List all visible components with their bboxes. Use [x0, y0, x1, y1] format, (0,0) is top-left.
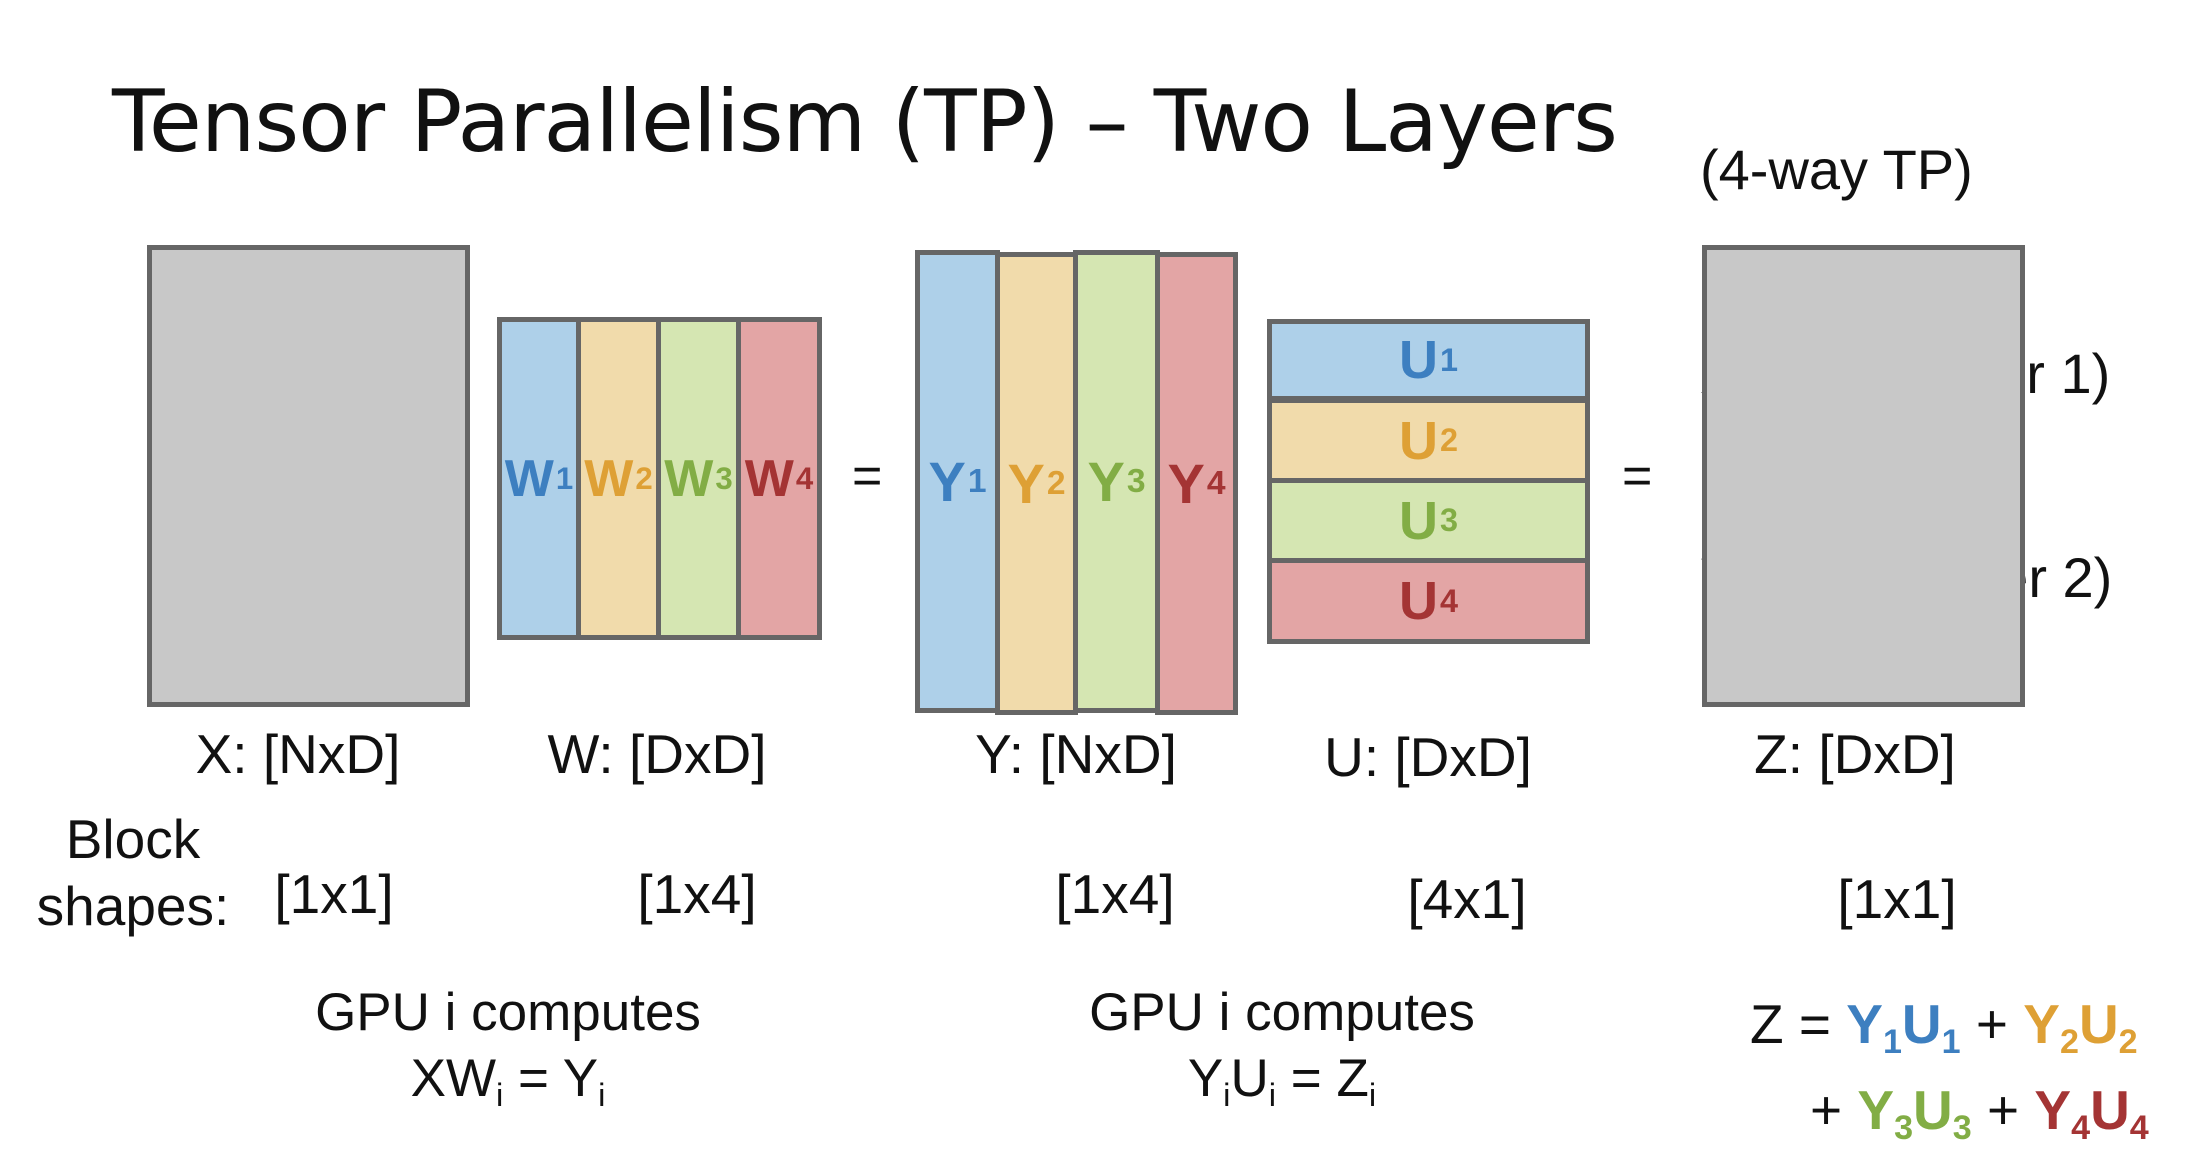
gpu-computes-layer1: GPU i computes XWi = Yi: [258, 980, 758, 1128]
eq2-u: U: [1230, 1049, 1269, 1108]
y-block-4-index: 4: [1206, 464, 1226, 502]
y-block-2-index: 2: [1046, 464, 1066, 502]
u-block-1-index: 1: [1439, 341, 1458, 378]
u-block-2-index: 2: [1439, 422, 1458, 458]
block-shape-z: [1x1]: [1837, 868, 1957, 930]
u-block-4-letter: U: [1398, 571, 1438, 631]
z-sum-equation: Z = Y1U1 + Y2U2 + Y3U3 + Y4U4: [1750, 990, 2149, 1162]
term2-u: U: [2078, 993, 2119, 1055]
term2-y: Y: [2023, 993, 2060, 1055]
gpu-computes-layer2: GPU i computes YiUi = Zi: [1032, 980, 1532, 1128]
w-block-1-index: 1: [555, 460, 574, 496]
eq2-equals: =: [1276, 1049, 1337, 1108]
u-block-2-letter: U: [1398, 410, 1438, 471]
w-block-4-index: 4: [795, 460, 814, 496]
w-block-4-letter: W: [744, 449, 794, 508]
z-sum-prefix: Z =: [1750, 993, 1847, 1055]
w-block-1-letter: W: [504, 449, 554, 508]
eq1-xw: XW: [410, 1049, 496, 1108]
w-block-3-letter: W: [664, 449, 714, 508]
matrix-x: [147, 245, 470, 707]
caption-x: X: [NxD]: [195, 723, 401, 785]
block-shape-w: [1x4]: [637, 863, 757, 925]
term3-u: U: [1913, 1079, 1953, 1142]
term1-u-sub: 1: [1941, 1023, 1961, 1062]
w-block-3-index: 3: [715, 460, 733, 496]
caption-y: Y: [NxD]: [975, 723, 1177, 785]
legend-line-tp-ways: (4-way TP): [1700, 138, 1973, 201]
u-block-1-letter: U: [1398, 330, 1438, 390]
w-block-2-index: 2: [635, 460, 653, 496]
term3-y: Y: [1857, 1079, 1895, 1142]
term4-u-sub: 4: [2129, 1109, 2149, 1148]
block-shape-x: [1x1]: [274, 863, 394, 925]
block-shape-y: [1x4]: [1055, 863, 1175, 925]
term3-u-sub: 3: [1952, 1109, 1972, 1148]
y-block-2-letter: Y: [1007, 452, 1045, 515]
block-shapes-label-line2: shapes:: [36, 875, 230, 937]
eq2-z: Z: [1336, 1049, 1369, 1108]
y-block-1-index: 1: [967, 462, 987, 500]
y-block-3-letter: Y: [1087, 450, 1125, 513]
block-shapes-label-line1: Block: [65, 808, 201, 870]
term2-u-sub: 2: [2118, 1023, 2138, 1062]
w-block-2-letter: W: [584, 449, 634, 508]
eq2-y: Y: [1187, 1049, 1224, 1108]
term1-y-sub: 1: [1882, 1023, 1902, 1062]
y-block-1-letter: Y: [928, 450, 966, 513]
u-block-4-index: 4: [1439, 582, 1458, 619]
caption-u: U: [DxD]: [1324, 726, 1532, 788]
eq1-y: Y: [562, 1049, 599, 1108]
z-sum-plus-2: +: [1810, 1079, 1858, 1142]
block-shape-u: [4x1]: [1407, 868, 1527, 930]
eq1-y-sub: i: [598, 1075, 606, 1113]
gpu-equation-1: XWi = Yi: [258, 1046, 758, 1128]
z-sum-line1: Z = Y1U1 + Y2U2: [1750, 990, 2149, 1076]
eq1-xw-sub: i: [495, 1075, 504, 1113]
gpu-heading-2: GPU i computes: [1089, 983, 1475, 1042]
eq2-z-sub: i: [1368, 1075, 1377, 1113]
equals-sign-2: =: [1622, 447, 1653, 505]
term2-y-sub: 2: [2059, 1023, 2079, 1062]
y-block-4-letter: Y: [1167, 452, 1205, 515]
u-block-3-letter: U: [1398, 490, 1438, 551]
term4-y-sub: 4: [2071, 1109, 2091, 1148]
u-block-3-index: 3: [1439, 502, 1458, 538]
caption-z: Z: [DxD]: [1754, 723, 1956, 785]
eq2-y-sub: i: [1223, 1075, 1231, 1113]
slide-title: Tensor Parallelism (TP) – Two Layers: [112, 72, 1618, 172]
eq1-equals: =: [503, 1049, 563, 1108]
caption-w: W: [DxD]: [547, 723, 767, 785]
gpu-heading-1: GPU i computes: [315, 983, 701, 1042]
equals-sign-1: =: [852, 447, 883, 505]
z-sum-plus-1: +: [1960, 993, 2024, 1055]
eq2-u-sub: i: [1268, 1075, 1277, 1113]
term4-y: Y: [2034, 1079, 2072, 1142]
block-shapes-label: Block shapes:: [28, 806, 238, 940]
term3-y-sub: 3: [1894, 1109, 1914, 1148]
term4-u: U: [2090, 1079, 2130, 1142]
term1-y: Y: [1846, 993, 1883, 1055]
y-block-3-index: 3: [1126, 462, 1146, 500]
gpu-equation-2: YiUi = Zi: [1032, 1046, 1532, 1128]
matrix-z: [1702, 245, 2025, 707]
z-sum-line2: + Y3U3 + Y4U4: [1750, 1076, 2149, 1162]
term1-u: U: [1901, 993, 1942, 1055]
z-sum-plus-3: +: [1971, 1079, 2035, 1142]
